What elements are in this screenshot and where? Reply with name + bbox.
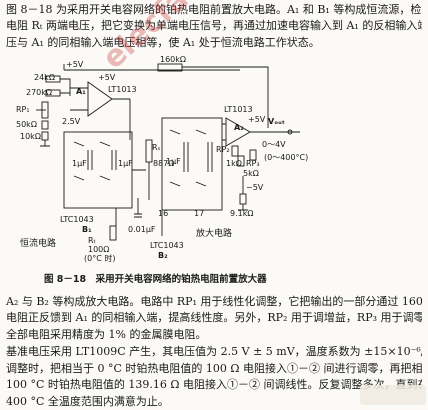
resistor-5k-label: 5kΩ [243,169,259,178]
amplifier-block-label: 放大电路 [196,227,232,239]
cap-1uf-a: 1μF [72,159,87,168]
cap-1uf-c: 1μF [166,157,181,166]
resistor-rs-label: Rₛ [152,143,161,152]
opamp-a1-label: LT1013 [108,85,137,94]
supply-out-label: +5V [248,115,266,124]
intro-line-2: 电阻 Rₜ 两端电压，把它变换为单端电压信号，再通过加速电容输入到 A₁ 的反相… [6,19,422,33]
resistor-50k [41,120,49,130]
ground-symbol [40,140,50,147]
resistor-160k [157,63,183,72]
rt-temp-label: (0°C 时) [84,253,115,263]
body-paragraph-4: 调整时，把相当于 0 °C 时铂热电阻值的 100 Ω 电阻接入①－② 间进行调… [6,361,422,410]
switch-b2-label: LTC1043 [150,241,184,250]
opamp-a1 [87,81,113,117]
switch-b2 [161,117,223,211]
resistor-5k [249,149,257,161]
p4-line-1: 调整时，把相当于 0 °C 时铂热电阻值的 100 Ω 电阻接入①－② 间进行调… [6,362,422,375]
p2-line-2: 电阻正反馈到 A₁ 的同相输入端，提高线性度。另外，RP₂ 用于调增益，RP₃ … [6,311,422,325]
p4-line-3: 400 °C 全温度范围内满意为止。 [6,394,169,408]
resistor-91k [239,193,247,205]
opamp-a1-pin: A₁ [76,87,86,96]
intro-line-1: 图 8－18 为采用开关电容网络的铂热电阻前置放大电路。A₁ 和 B₁ 等构成恒… [6,3,422,16]
intro-line-3: 压与 A₁ 的同相输入端电压相等，使 A₁ 处于恒流电路工作状态。 [6,35,320,49]
body-paragraph-2: A₂ 与 B₂ 等构成放大电路。电路中 RP₁ 用于线性化调整，它把输出的一部分… [6,294,422,343]
resistor-10k [41,131,49,141]
reference-label: 2.5V [62,117,81,126]
resistor-1k-label: 1kΩ [226,159,242,168]
supply-neg-label: −5V [246,183,264,192]
vout-range-t: (0～400°C) [264,153,308,162]
opamp-a2-label: LT1013 [224,105,253,114]
cap-001uf-label: 0.01μF [128,225,156,234]
rt-value-label: 100Ω [88,245,109,254]
pin-17-label: 17 [194,209,204,218]
body-paragraph-3: 基准电压采用 LT1009C 产生，其电压值为 2.5 V ± 5 mV，温度系… [6,344,422,360]
switch-b1-pin: B₁ [82,225,92,234]
opamp-a2-pin: A₂ [234,123,244,132]
resistor-887-label: 887Ω [153,159,174,168]
resistor-160k-label: 160kΩ [160,55,186,64]
intro-paragraph: 图 8－18 为采用开关电容网络的铂热电阻前置放大电路。A₁ 和 B₁ 等构成恒… [6,2,422,51]
potentiometer-rp3 [237,155,245,167]
rp2-label: RP₂ [216,145,230,154]
rp3-label: RP₃ [246,159,260,168]
resistor-rt-label: Rₜ [88,236,96,245]
p3-line-1: 基准电压采用 LT1009C 产生，其电压值为 2.5 V ± 5 mV，温度系… [6,345,422,358]
p2-line-1: A₂ 与 B₂ 等构成放大电路。电路中 RP₁ 用于线性化调整，它把输出的一部分… [6,295,422,308]
resistor-270k-label: 270kΩ [26,88,52,97]
vout-label: Vₒᵤₜ [268,117,285,126]
pin-16-label: 16 [158,209,168,218]
supply-top-label: +5V [66,60,84,69]
p2-line-3: 全部电阻采用精度为 1% 的金属膜电阻。 [6,327,207,341]
constant-current-block-label: 恒流电路 [20,237,56,249]
resistor-10k-label: 10kΩ [20,132,41,141]
opamp-a2 [225,117,251,147]
vout-terminal [287,129,293,135]
figure-caption: 图 8－18 采用开关电容网络的铂热电阻前置放大器 [44,274,267,285]
switch-b1-label: LTC1043 [60,215,94,224]
resistor-50k-label: 50kΩ [16,120,37,129]
supply-mid-label: +5V [98,73,116,82]
rp1-label: RP₁ [16,105,30,114]
cap-001uf [134,198,142,218]
switch-b2-pin: B₂ [158,251,168,260]
switch-b1 [63,131,133,209]
site-logo [360,385,426,405]
potentiometer-rp2 [231,145,239,157]
resistor-24k-label: 24kΩ [34,73,55,82]
resistor-rt [109,225,117,241]
vout-range-v: 0～4V [262,140,286,149]
p4-line-2: 100 °C 时铂热电阻值的 139.16 Ω 电阻接入①－② 间调线性。反复调… [6,378,422,392]
cap-1uf-b: 1μF [118,159,133,168]
resistor-91k-label: 9.1kΩ [230,209,253,218]
